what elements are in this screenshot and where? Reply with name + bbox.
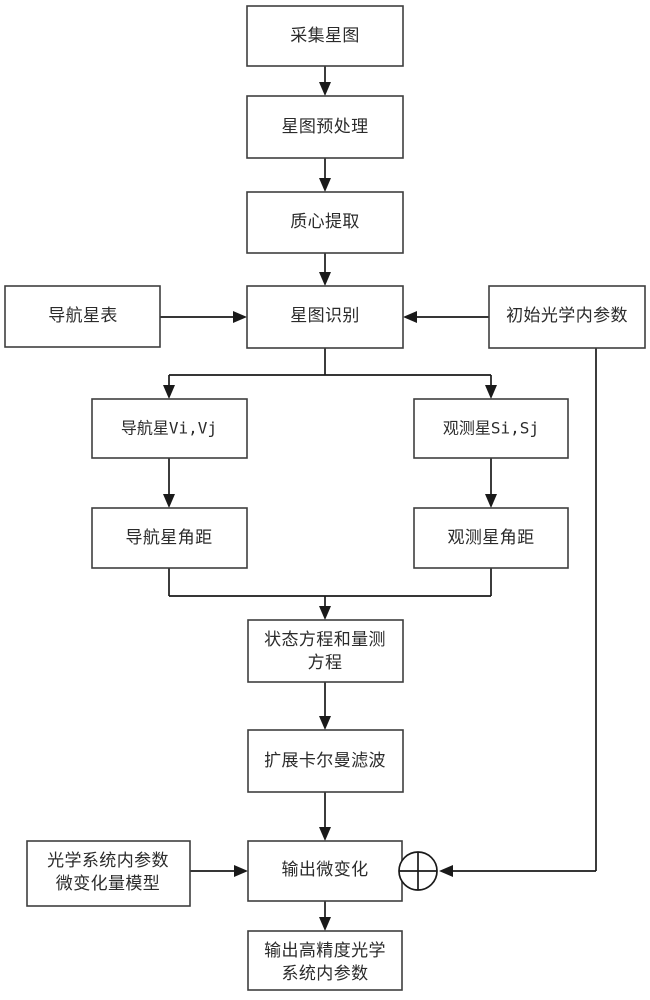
node-layer: 采集星图 星图预处理 质心提取 导航星表 星图识别 初始光学内参数 [4,5,646,991]
node-initparams[interactable]: 初始光学内参数 [488,285,646,349]
node-finaloutput[interactable]: 输出高精度光学 系统内参数 [247,930,403,991]
node-obsstars-label: 观测星Si,Sj [443,419,539,438]
node-finaloutput-label-line1: 输出高精度光学 [264,941,386,960]
edge-preprocess-to-centroid [319,158,331,192]
node-navangle[interactable]: 导航星角距 [91,507,248,569]
edge-recognition-split [163,348,497,399]
node-initparams-label: 初始光学内参数 [506,306,628,325]
edge-angles-merge-to-equations [168,568,492,620]
node-catalog[interactable]: 导航星表 [4,285,161,348]
node-recognition-label: 星图识别 [290,306,360,325]
edge-equations-to-ekf [319,682,331,730]
node-acquire-label: 采集星图 [290,26,360,45]
sum-junction-plus-circle[interactable] [398,851,438,891]
edge-obsstars-to-obsangle [485,458,497,508]
node-micromodel[interactable]: 光学系统内参数 微变化量模型 [26,840,191,907]
node-navstars-label: 导航星Vi,Vj [121,419,217,438]
edge-navstars-to-navangle [163,458,175,508]
node-centroid[interactable]: 质心提取 [246,191,404,254]
node-outputmicro-label: 输出微变化 [282,860,369,879]
node-micromodel-label-line1: 光学系统内参数 [47,851,169,870]
node-finaloutput-label-line2: 系统内参数 [282,964,369,983]
edge-outputmicro-to-finaloutput [319,901,331,931]
node-outputmicro[interactable]: 输出微变化 [247,840,403,902]
edge-initparams-feedback-to-adder [439,348,597,877]
node-obsstars[interactable]: 观测星Si,Sj [413,398,569,459]
node-micromodel-label-line2: 微变化量模型 [56,874,160,893]
node-ekf[interactable]: 扩展卡尔曼滤波 [247,729,404,793]
edge-micromodel-to-outputmicro [190,865,248,877]
edge-acquire-to-preprocess [319,66,331,96]
node-obsangle[interactable]: 观测星角距 [413,507,569,569]
node-centroid-label: 质心提取 [290,212,360,231]
node-equations-label-line1: 状态方程和量测 [264,630,386,649]
edge-layer [160,66,597,931]
node-navstars[interactable]: 导航星Vi,Vj [91,398,248,459]
edge-ekf-to-outputmicro [319,792,331,841]
edge-catalog-to-recognition [160,311,247,323]
node-obsangle-label: 观测星角距 [448,528,535,547]
node-catalog-label: 导航星表 [48,306,118,325]
node-navangle-label: 导航星角距 [126,528,213,547]
edge-initparams-to-recognition [403,311,489,323]
node-ekf-label: 扩展卡尔曼滤波 [264,751,386,770]
node-equations-label-line2: 方程 [308,653,343,672]
node-preprocess-label: 星图预处理 [282,117,369,136]
node-equations[interactable]: 状态方程和量测 方程 [247,619,404,683]
node-preprocess[interactable]: 星图预处理 [246,95,404,159]
node-recognition[interactable]: 星图识别 [246,285,404,349]
node-acquire[interactable]: 采集星图 [246,5,404,67]
edge-centroid-to-recognition [319,253,331,286]
